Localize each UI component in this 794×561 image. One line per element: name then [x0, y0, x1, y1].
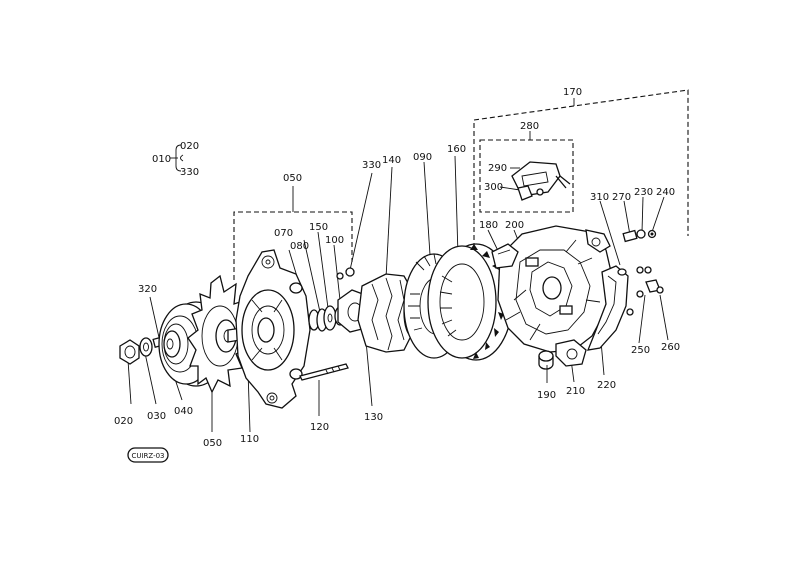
- callout-110: 110: [240, 434, 259, 445]
- callout-160: 160: [447, 144, 466, 155]
- callout-310: 310: [590, 192, 609, 203]
- washer-030: [139, 337, 153, 357]
- callout-270: 270: [612, 192, 631, 203]
- callout-070: 070: [274, 228, 293, 239]
- callout-010-bracket: [170, 144, 184, 172]
- callout-040: 040: [174, 406, 193, 417]
- callout-020-top: 020: [180, 141, 199, 152]
- callout-080: 080: [290, 241, 309, 252]
- group-brackets: [233, 89, 689, 280]
- callout-100: 100: [325, 235, 344, 246]
- callout-090: 090: [413, 152, 432, 163]
- reference-code-badge: CUIRZ-03: [127, 447, 169, 463]
- front-housing-060: [235, 249, 311, 409]
- reference-code: CUIRZ-03: [131, 452, 164, 460]
- callout-320: 320: [138, 284, 157, 295]
- callout-240: 240: [656, 187, 675, 198]
- callout-170: 170: [563, 87, 582, 98]
- rear-housing-210: [497, 225, 613, 367]
- callout-140: 140: [382, 155, 401, 166]
- regulator-280: [511, 161, 571, 201]
- callout-030: 030: [147, 411, 166, 422]
- nut-020: [119, 339, 140, 365]
- screw-330: [336, 267, 355, 280]
- callout-330-top: 330: [180, 167, 199, 178]
- callout-labels: 010 020 330 020 030 040 050 050 070 080 …: [114, 87, 680, 449]
- callout-120: 120: [310, 422, 329, 433]
- callout-330: 330: [362, 160, 381, 171]
- callout-230: 230: [634, 187, 653, 198]
- callout-220: 220: [597, 380, 616, 391]
- callout-200: 200: [505, 220, 524, 231]
- brush-holder-180: [491, 243, 519, 269]
- stator-160: [427, 243, 513, 361]
- fan-050: [187, 274, 254, 394]
- callout-130: 130: [364, 412, 383, 423]
- callout-020: 020: [114, 416, 133, 427]
- callout-180: 180: [479, 220, 498, 231]
- callout-150: 150: [309, 222, 328, 233]
- terminal-hardware: [617, 229, 664, 316]
- callout-190: 190: [537, 390, 556, 401]
- callout-250: 250: [631, 345, 650, 356]
- callout-010: 010: [152, 154, 171, 165]
- callout-260: 260: [661, 342, 680, 353]
- callout-050-group: 050: [283, 173, 302, 184]
- callout-280: 280: [520, 121, 539, 132]
- bolt-120: [299, 363, 349, 381]
- callout-050: 050: [203, 438, 222, 449]
- bushing-190: [538, 350, 554, 370]
- leader-lines: [127, 155, 669, 433]
- callout-300: 300: [484, 182, 503, 193]
- callout-210: 210: [566, 386, 585, 397]
- callout-290: 290: [488, 163, 507, 174]
